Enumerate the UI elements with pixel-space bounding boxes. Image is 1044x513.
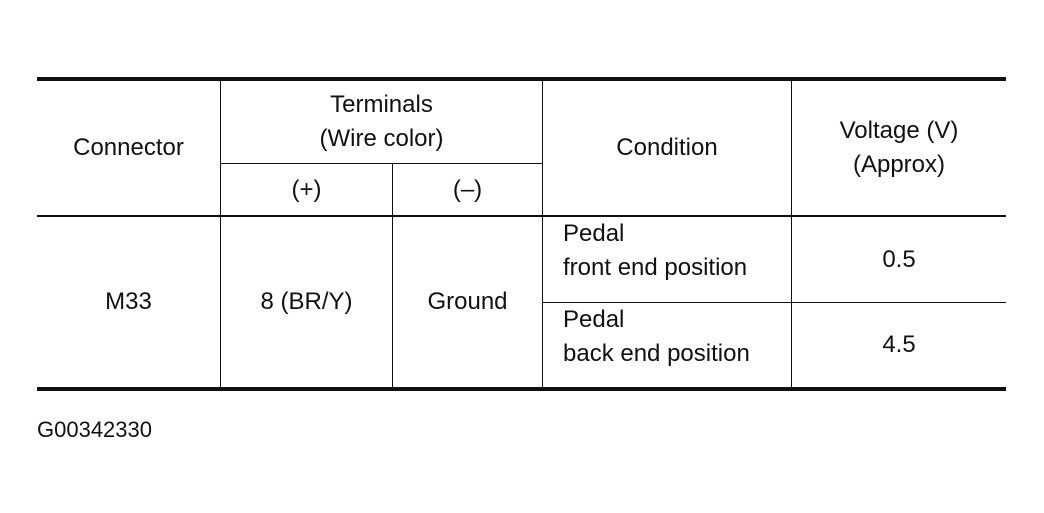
voltage-back-end-value: 4.5 (882, 331, 916, 358)
voltage-header-line2: (Approx) (852, 150, 946, 178)
condition-header-text: Condition (616, 133, 718, 161)
voltage-header-line1: Voltage (V) (839, 116, 959, 144)
connector-cell: M33 (37, 217, 220, 387)
connector-header-text: Connector (73, 133, 184, 161)
table-top-rule (37, 77, 1006, 81)
terminal-plus-cell: 8 (BR/Y) (221, 217, 392, 387)
voltage-front-end-value: 0.5 (882, 245, 916, 273)
table-bottom-rule (37, 387, 1006, 391)
condition-header: Condition (543, 80, 791, 215)
condition-row-divider (542, 302, 1006, 303)
condition-back-end-line1: Pedal (563, 306, 625, 333)
voltage-cell-front-end: 0.5 (792, 217, 1006, 302)
terminal-minus-header-text: (–) (452, 175, 483, 203)
terminal-minus-cell: Ground (393, 217, 542, 387)
header-bottom-rule (37, 215, 1006, 217)
condition-cell-front-end: Pedal front end position (543, 217, 791, 302)
voltage-column-divider (791, 80, 792, 388)
condition-back-end-line2: back end position (563, 340, 750, 367)
condition-front-end-line2: front end position (563, 254, 748, 281)
figure-id: G00342330 (37, 417, 152, 442)
terminals-header-line2: (Wire color) (319, 124, 444, 152)
terminals-header: Terminals (Wire color) (221, 80, 542, 163)
connector-voltage-table: Connector Terminals (Wire color) (+) (–)… (37, 77, 1006, 391)
terminal-plus-header: (+) (221, 164, 392, 215)
terminals-header-divider (220, 163, 542, 164)
condition-cell-back-end: Pedal back end position (543, 303, 791, 387)
voltage-header: Voltage (V) (Approx) (792, 80, 1006, 215)
terminals-header-line1: Terminals (330, 90, 433, 118)
connector-value: M33 (105, 288, 152, 315)
terminal-plus-header-text: (+) (291, 175, 322, 203)
connector-column-divider (220, 80, 221, 388)
condition-column-divider (542, 80, 543, 388)
connector-header: Connector (37, 80, 220, 215)
condition-front-end-line1: Pedal (563, 220, 625, 247)
terminal-minus-header: (–) (393, 164, 542, 215)
voltage-cell-back-end: 4.5 (792, 303, 1006, 387)
terminal-minus-value: Ground (427, 288, 508, 315)
terminal-plus-value: 8 (BR/Y) (260, 288, 353, 315)
terminals-column-divider (392, 163, 393, 388)
